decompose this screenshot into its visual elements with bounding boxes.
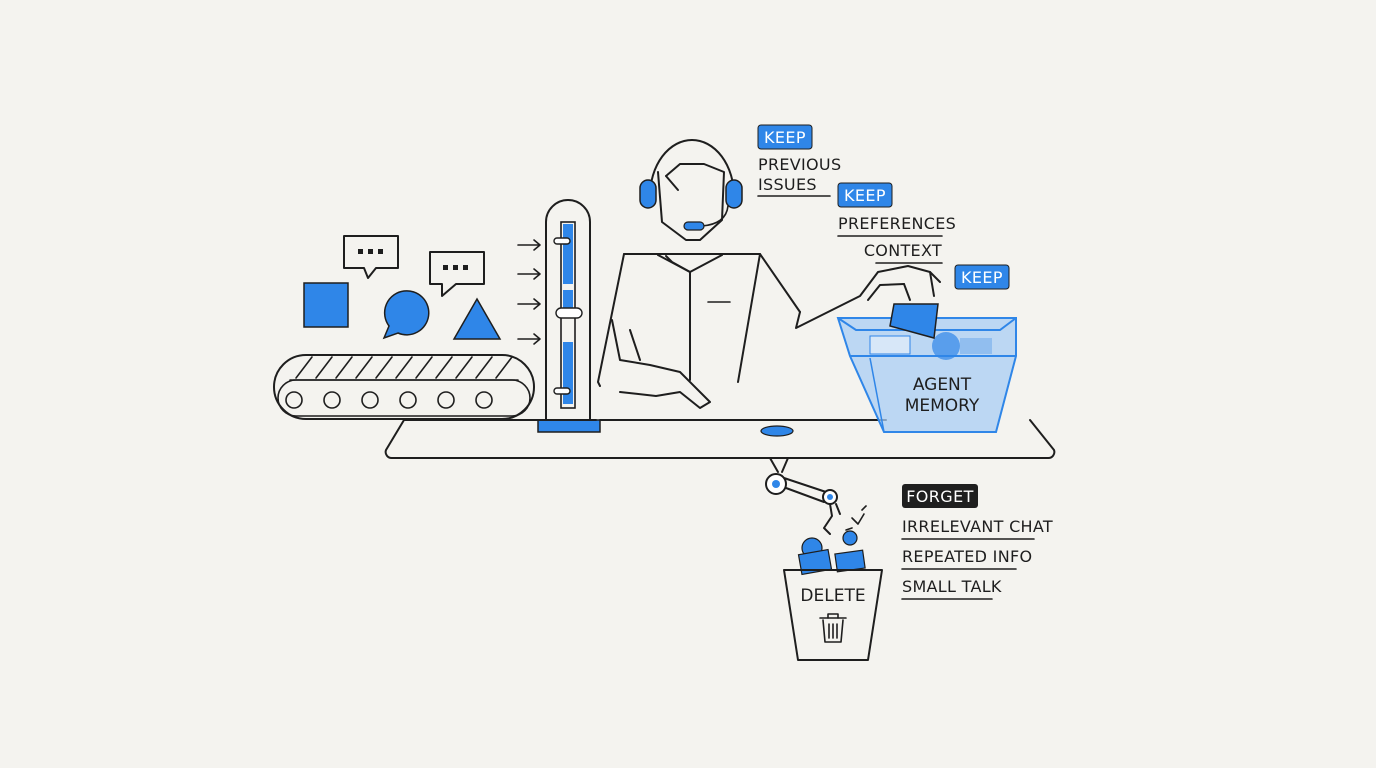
keep-tag: KEEP bbox=[764, 128, 806, 147]
keep-tag: KEEP bbox=[961, 268, 1003, 287]
memory-bin-label-line2: MEMORY bbox=[905, 396, 980, 416]
blue-circle-bubble-shape bbox=[382, 290, 430, 340]
forget-group: FORGET IRRELEVANT CHAT REPEATED INFO SMA… bbox=[901, 484, 1053, 600]
forget-item-label: SMALL TALK bbox=[902, 577, 1002, 596]
input-arrows bbox=[517, 239, 541, 345]
memory-block-in-hand bbox=[889, 303, 939, 339]
delete-bin: DELETE bbox=[783, 530, 883, 661]
support-agent-figure bbox=[597, 139, 941, 409]
robotic-arm-icon bbox=[765, 457, 867, 535]
keep-group-1: KEEP PREVIOUS ISSUES bbox=[757, 124, 841, 197]
memory-bin-label-line1: AGENT bbox=[913, 375, 972, 395]
headset-icon bbox=[639, 139, 743, 231]
keep-group-2: KEEP PREFERENCES CONTEXT bbox=[837, 182, 956, 264]
trash-icon bbox=[819, 613, 847, 643]
speech-bubble-icon bbox=[429, 251, 485, 297]
keep-tag: KEEP bbox=[844, 186, 886, 205]
keep-item-label: PREFERENCES bbox=[838, 214, 956, 233]
desk-button bbox=[760, 425, 794, 437]
forget-item-label: REPEATED INFO bbox=[902, 547, 1032, 566]
delete-bin-label: DELETE bbox=[800, 586, 865, 606]
forget-item-label: IRRELEVANT CHAT bbox=[902, 517, 1053, 536]
blue-triangle-shape bbox=[452, 297, 502, 340]
keep-group-3: KEEP bbox=[954, 264, 1010, 290]
filter-column-icon bbox=[537, 199, 601, 433]
conveyor-belt-icon bbox=[273, 354, 535, 420]
keep-item-label: CONTEXT bbox=[864, 241, 942, 260]
agent-memory-bin: AGENT MEMORY bbox=[836, 303, 1017, 433]
desk bbox=[384, 419, 1056, 459]
input-shapes bbox=[303, 235, 502, 340]
keep-item-label: ISSUES bbox=[758, 175, 817, 194]
keep-item-label: PREVIOUS bbox=[758, 155, 841, 174]
forget-tag: FORGET bbox=[906, 487, 974, 506]
speech-bubble-icon bbox=[343, 235, 399, 279]
blue-square-shape bbox=[303, 282, 349, 328]
